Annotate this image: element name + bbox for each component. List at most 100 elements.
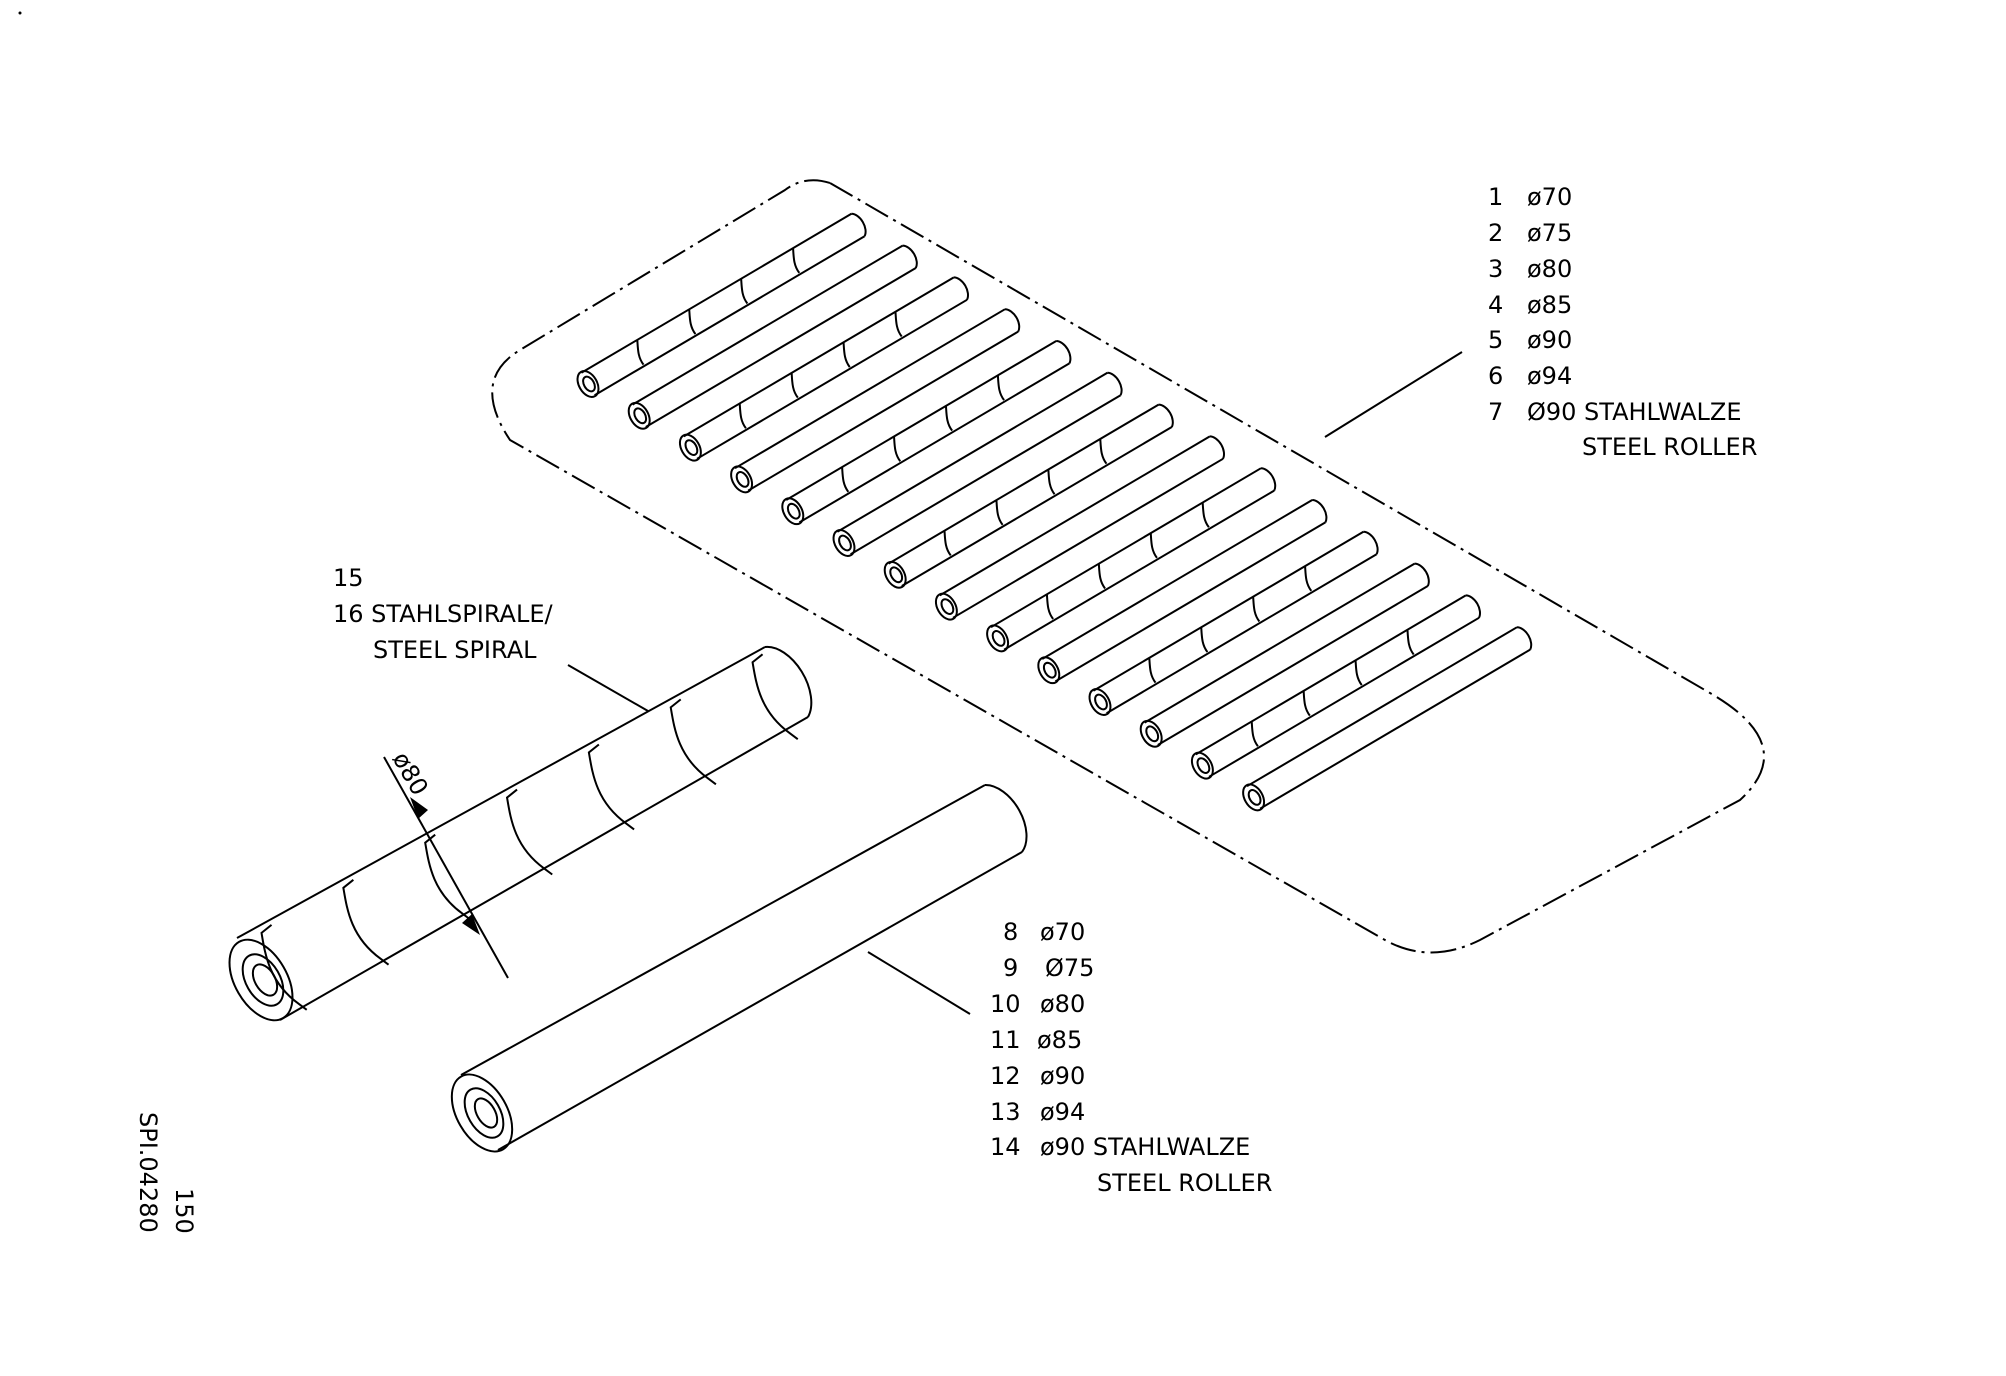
tray-legend-dia-6: ø94 — [1527, 362, 1572, 390]
roller-back-cap — [953, 276, 970, 301]
roller-edge-bottom — [1003, 489, 1275, 651]
roller-back-cap — [1363, 530, 1379, 555]
stray-dot — [18, 11, 22, 15]
roller-front-end — [832, 529, 856, 557]
spiral-wrap — [342, 879, 390, 966]
roller-edge-top — [1195, 594, 1467, 756]
dimension-arrow-top — [410, 797, 428, 819]
roller-front-end — [1190, 751, 1214, 780]
roller-bore — [838, 534, 852, 552]
spiral-wrap — [944, 406, 953, 432]
roller-legend-dia-11: ø85 — [1037, 1026, 1082, 1054]
roller-back-cap — [851, 212, 867, 237]
tray-legend-dia-4: ø85 — [1527, 291, 1572, 319]
roller-edge-bottom — [1157, 585, 1429, 746]
tray-legend-dia-2: ø75 — [1527, 219, 1572, 247]
spiral-wrap — [841, 467, 850, 493]
spiral-wrap — [1045, 594, 1054, 620]
roller-legend-no-8: 8 — [1003, 918, 1018, 946]
roller-bore — [633, 407, 648, 425]
spiral-wrap — [1250, 721, 1259, 747]
roller-legend-no-10: 10 — [990, 990, 1021, 1018]
spiral-wrap — [996, 375, 1005, 401]
roller-edge-top — [734, 308, 1006, 470]
spiral-wrap — [1252, 596, 1261, 623]
dimension-line — [383, 756, 509, 979]
tray-legend-line2-7: STEEL ROLLER — [1582, 433, 1757, 461]
roller-front-end — [627, 401, 651, 430]
roller-legend-dia-13: ø94 — [1040, 1098, 1085, 1126]
roller-legend-no-14: 14 — [990, 1133, 1021, 1161]
roller-legend: 8 ø70 9 Ø75 10 ø80 11 ø85 12 ø90 13 ø94 … — [990, 918, 1272, 1197]
spiral-legend-line2: 16 STAHLSPIRALE/ — [333, 600, 553, 628]
spiral-wrap — [424, 833, 471, 921]
roller-bore — [1094, 693, 1108, 711]
roller-back-cap — [1107, 371, 1123, 396]
roller-back-cap — [1209, 435, 1226, 460]
roller-legend-no-12: 12 — [990, 1062, 1021, 1090]
roller-front-end — [1037, 656, 1061, 685]
roller-front-end — [576, 370, 600, 398]
tray-legend-dia-1: ø70 — [1527, 183, 1572, 211]
spiral-wrap — [995, 500, 1004, 526]
spiral-wrap — [790, 373, 799, 399]
roller-bore — [786, 502, 801, 520]
spiral-wrap — [893, 436, 902, 462]
roller-legend-dia-9: Ø75 — [1045, 954, 1094, 982]
roller-edge-bottom — [747, 330, 1019, 492]
spiral-wrap — [943, 530, 952, 557]
roller-bore — [940, 598, 955, 615]
roller-back-cap — [1158, 403, 1174, 428]
roller-edge-bottom — [1106, 553, 1378, 715]
tray-outline — [491, 179, 1765, 954]
roller-edge-bottom — [952, 457, 1224, 619]
roller-front-end — [730, 465, 754, 494]
roller-edge-top — [1246, 626, 1518, 788]
leader-spiral — [567, 664, 649, 712]
roller-front-end — [934, 592, 958, 621]
roller-bore — [889, 566, 904, 584]
roller-bore — [991, 630, 1006, 647]
spiral-wrap — [792, 248, 801, 274]
roller-back-cap — [1465, 594, 1482, 619]
roller-legend-dia-10: ø80 — [1040, 990, 1085, 1018]
spiral-wrap — [669, 698, 717, 786]
roller-bore — [1042, 661, 1057, 679]
roller-back-cap — [1004, 308, 1021, 333]
roller-edge-top — [990, 467, 1262, 629]
roller-bore — [1196, 757, 1211, 774]
spiral-wrap — [1354, 660, 1363, 686]
roller-legend-no-11: 11 — [990, 1026, 1021, 1054]
tray-legend-no-7: 7 — [1488, 398, 1503, 426]
tray-roller — [1190, 594, 1482, 780]
tray-legend-no-6: 6 — [1488, 362, 1503, 390]
spiral-wrap — [636, 340, 645, 366]
spiral-wrap — [740, 278, 749, 305]
roller-edge-top — [632, 244, 904, 406]
roller-edge-top — [1092, 530, 1364, 692]
spiral-legend-line3: STEEL SPIRAL — [373, 636, 537, 664]
spiral-roller — [228, 645, 813, 1022]
roller-back-cap — [1260, 467, 1277, 492]
tray-roller — [730, 308, 1021, 494]
roller-front-end — [1139, 719, 1163, 748]
tray-legend-no-4: 4 — [1488, 291, 1503, 319]
tray-roller — [1139, 562, 1430, 748]
roller-legend-dia-12: ø90 — [1040, 1062, 1085, 1090]
spiral-legend: 15 16 STAHLSPIRALE/ STEEL SPIRAL — [333, 564, 553, 664]
spiral-wraps — [260, 653, 799, 1011]
roller-bore — [684, 439, 699, 456]
roller-legend-dia-8: ø70 — [1040, 918, 1085, 946]
dimension-arrow-bottom — [462, 914, 480, 935]
tray-legend-no-1: 1 — [1488, 183, 1503, 211]
spiral-wrap — [751, 653, 799, 740]
roller-back-cap — [1414, 562, 1430, 587]
tray-roller — [1242, 626, 1533, 812]
roller-edge-bottom — [1054, 521, 1326, 683]
roller-legend-line2-14: STEEL ROLLER — [1097, 1169, 1272, 1197]
roller-front-end — [678, 433, 702, 462]
spiral-wrap — [1099, 439, 1108, 465]
roller-bore — [1145, 725, 1160, 743]
